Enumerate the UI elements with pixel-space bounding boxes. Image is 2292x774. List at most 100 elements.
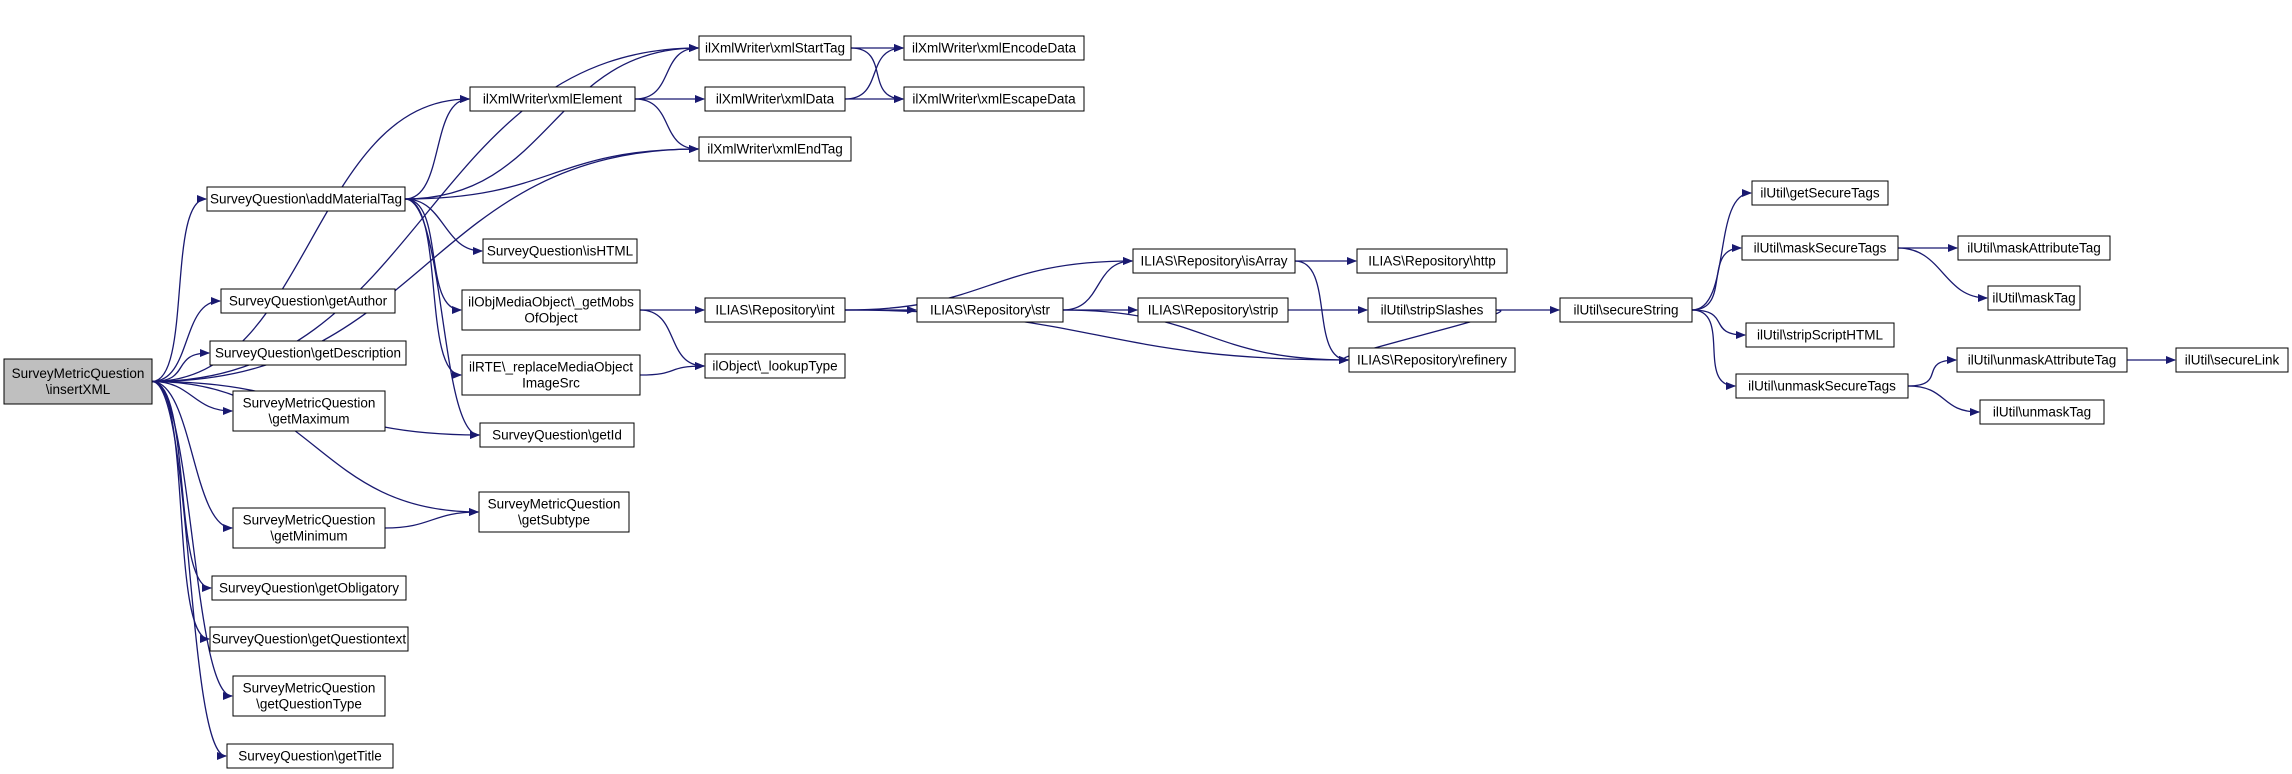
node-addMaterialTag-label-0: SurveyQuestion\addMaterialTag <box>210 192 402 207</box>
edge-secureString-to-unmaskSecureTags <box>1691 309 1736 390</box>
node-replaceMedia-label-1: ImageSrc <box>522 376 580 391</box>
node-addMaterialTag[interactable]: SurveyQuestion\addMaterialTag <box>206 186 406 212</box>
node-getMinimum-box <box>232 507 386 549</box>
node-lookupType-box <box>704 353 846 379</box>
node-getMaximum-label-0: SurveyMetricQuestion <box>243 396 376 411</box>
edge-root-to-addMaterialTag <box>151 195 207 383</box>
edge-unmaskSecureTags-to-unmaskTag <box>1907 385 1980 416</box>
node-xmlStartTag[interactable]: ilXmlWriter\xmlStartTag <box>698 35 852 61</box>
node-repoRefinery-label-0: ILIAS\Repository\refinery <box>1357 353 1507 368</box>
node-replaceMedia-label-0: ilRTE\_replaceMediaObject <box>469 360 633 375</box>
node-maskTag[interactable]: ilUtil\maskTag <box>1987 285 2081 311</box>
node-maskAttributeTag-label-0: ilUtil\maskAttributeTag <box>1967 241 2101 256</box>
node-getQuestionType[interactable]: SurveyMetricQuestion\getQuestionType <box>232 675 386 717</box>
edge-addMaterialTag-to-isHTML <box>404 198 483 255</box>
node-root[interactable]: SurveyMetricQuestion\insertXML <box>3 358 153 405</box>
node-maskSecureTags[interactable]: ilUtil\maskSecureTags <box>1741 235 1899 261</box>
edge-addMaterialTag-to-xmlStartTag <box>404 44 699 200</box>
node-getSecureTags-box <box>1751 180 1889 206</box>
node-repoStr-label-0: ILIAS\Repository\str <box>930 303 1051 318</box>
node-unmaskAttributeTag[interactable]: ilUtil\unmaskAttributeTag <box>1956 347 2128 373</box>
node-repoRefinery[interactable]: ILIAS\Repository\refinery <box>1348 347 1516 373</box>
node-getSubtype[interactable]: SurveyMetricQuestion\getSubtype <box>478 491 630 533</box>
node-xmlEndTag-box <box>698 136 852 162</box>
node-repoStr[interactable]: ILIAS\Repository\str <box>916 297 1064 323</box>
node-layer: SurveyMetricQuestion\insertXMLSurveyQues… <box>3 35 2289 769</box>
node-stripSlashes[interactable]: ilUtil\stripSlashes <box>1367 297 1497 323</box>
node-getDescription[interactable]: SurveyQuestion\getDescription <box>209 340 407 366</box>
node-xmlStartTag-box <box>698 35 852 61</box>
node-getTitle[interactable]: SurveyQuestion\getTitle <box>226 743 394 769</box>
node-getMobs-label-0: ilObjMediaObject\_getMobs <box>468 295 634 310</box>
node-xmlEscapeData[interactable]: ilXmlWriter\xmlEscapeData <box>903 86 1085 112</box>
node-getId[interactable]: SurveyQuestion\getId <box>479 422 635 448</box>
node-getId-label-0: SurveyQuestion\getId <box>492 428 622 443</box>
node-getObligatory-box <box>211 575 407 601</box>
node-repoInt-label-0: ILIAS\Repository\int <box>715 303 835 318</box>
node-getSecureTags[interactable]: ilUtil\getSecureTags <box>1751 180 1889 206</box>
node-xmlData[interactable]: ilXmlWriter\xmlData <box>704 86 846 112</box>
edge-addMaterialTag-to-xmlElement <box>404 95 470 200</box>
node-repoStrip[interactable]: ILIAS\Repository\strip <box>1137 297 1289 323</box>
node-repoInt[interactable]: ILIAS\Repository\int <box>704 297 846 323</box>
node-secureString-box <box>1559 297 1693 323</box>
node-unmaskSecureTags[interactable]: ilUtil\unmaskSecureTags <box>1735 373 1909 399</box>
node-unmaskTag-label-0: ilUtil\unmaskTag <box>1993 405 2091 420</box>
node-getObligatory[interactable]: SurveyQuestion\getObligatory <box>211 575 407 601</box>
node-replaceMedia-box <box>461 354 641 396</box>
node-getMaximum-label-1: \getMaximum <box>268 412 349 427</box>
edge-replaceMedia-to-lookupType <box>639 362 705 376</box>
node-stripSlashes-box <box>1367 297 1497 323</box>
node-xmlElement[interactable]: ilXmlWriter\xmlElement <box>469 86 636 112</box>
node-xmlElement-box <box>469 86 636 112</box>
node-secureString[interactable]: ilUtil\secureString <box>1559 297 1693 323</box>
edge-secureString-to-maskSecureTags <box>1691 244 1742 311</box>
node-maskAttributeTag[interactable]: ilUtil\maskAttributeTag <box>1957 235 2111 261</box>
node-repoStrip-label-0: ILIAS\Repository\strip <box>1148 303 1279 318</box>
edge-repoInt-to-repoIsArray <box>844 257 1133 311</box>
node-getSecureTags-label-0: ilUtil\getSecureTags <box>1760 186 1880 201</box>
node-unmaskSecureTags-label-0: ilUtil\unmaskSecureTags <box>1748 379 1896 394</box>
node-stripScriptHTML[interactable]: ilUtil\stripScriptHTML <box>1745 322 1895 348</box>
node-root-label-1: \insertXML <box>46 382 111 397</box>
node-getAuthor-box <box>220 288 396 314</box>
edge-addMaterialTag-to-replaceMedia <box>404 198 462 379</box>
node-getMobs-label-1: OfObject <box>524 311 578 326</box>
node-unmaskAttributeTag-box <box>1956 347 2128 373</box>
node-getMaximum[interactable]: SurveyMetricQuestion\getMaximum <box>232 390 386 432</box>
edge-root-to-getAuthor <box>151 297 221 383</box>
edge-stripSlashes-to-repoRefinery <box>1338 309 1501 364</box>
node-getMinimum[interactable]: SurveyMetricQuestion\getMinimum <box>232 507 386 549</box>
node-xmlEncodeData[interactable]: ilXmlWriter\xmlEncodeData <box>903 35 1085 61</box>
edge-root-to-getDescription <box>151 349 210 383</box>
node-root-label-0: SurveyMetricQuestion <box>12 366 145 381</box>
node-getMobs-box <box>461 289 641 331</box>
node-repoStr-box <box>916 297 1064 323</box>
node-getAuthor-label-0: SurveyQuestion\getAuthor <box>229 294 388 309</box>
node-getAuthor[interactable]: SurveyQuestion\getAuthor <box>220 288 396 314</box>
node-secureLink[interactable]: ilUtil\secureLink <box>2175 347 2289 373</box>
edge-addMaterialTag-to-xmlEndTag <box>404 145 699 200</box>
node-repoIsArray[interactable]: ILIAS\Repository\isArray <box>1132 248 1296 274</box>
node-isHTML-box <box>482 238 638 264</box>
node-isHTML-label-0: SurveyQuestion\isHTML <box>487 244 634 259</box>
edge-layer <box>151 44 2176 760</box>
node-unmaskTag[interactable]: ilUtil\unmaskTag <box>1979 399 2105 425</box>
node-repoIsArray-label-0: ILIAS\Repository\isArray <box>1140 254 1287 269</box>
node-repoHttp[interactable]: ILIAS\Repository\http <box>1356 248 1508 274</box>
edge-root-to-getMaximum <box>151 380 233 415</box>
edge-root-to-xmlElement <box>151 95 470 383</box>
edge-root-to-getSubtype <box>151 380 479 516</box>
node-repoHttp-label-0: ILIAS\Repository\http <box>1368 254 1496 269</box>
node-xmlEndTag[interactable]: ilXmlWriter\xmlEndTag <box>698 136 852 162</box>
edge-secureString-to-getSecureTags <box>1691 189 1752 311</box>
node-getObligatory-label-0: SurveyQuestion\getObligatory <box>219 581 399 596</box>
node-getQuestiontext[interactable]: SurveyQuestion\getQuestiontext <box>209 626 409 652</box>
node-maskTag-label-0: ilUtil\maskTag <box>1992 291 2075 306</box>
node-lookupType[interactable]: ilObject\_lookupType <box>704 353 846 379</box>
node-stripScriptHTML-label-0: ilUtil\stripScriptHTML <box>1757 328 1884 343</box>
node-isHTML[interactable]: SurveyQuestion\isHTML <box>482 238 638 264</box>
node-getQuestionType-box <box>232 675 386 717</box>
